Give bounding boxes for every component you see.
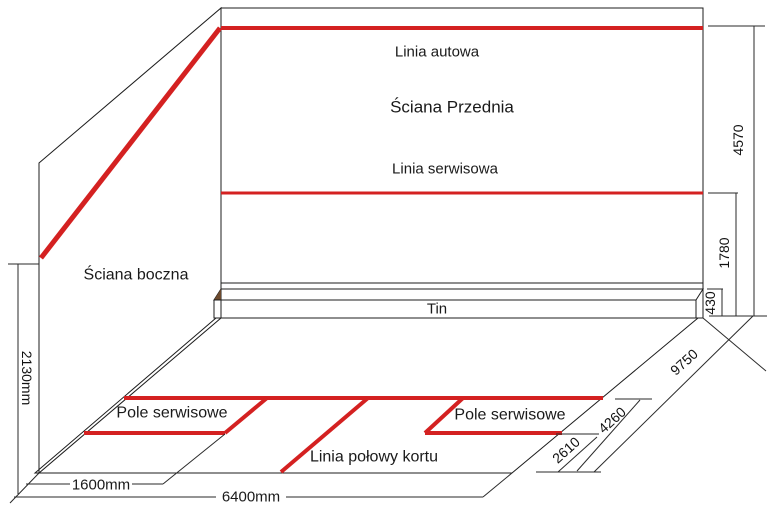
front-wall-label: Ściana Przednia	[390, 98, 514, 117]
service-box-right-label: Pole serwisowe	[454, 407, 565, 424]
dim-2130-label: 2130mm	[19, 351, 35, 405]
front-out-line-label: Linia autowa	[395, 44, 480, 61]
side-out-line	[39, 26, 222, 260]
tin-front-face	[213, 299, 697, 319]
tin-band-left-bevel	[214, 289, 221, 300]
dim-4570-label: 4570	[730, 124, 746, 155]
service-box-right-side-line	[423, 396, 465, 435]
dim-1780-label: 1780	[716, 237, 732, 268]
side-wall-label: Ściana boczna	[84, 265, 189, 284]
tin-label: Tin	[427, 301, 447, 318]
dim-9750-label: 9750	[667, 345, 701, 378]
half-court-line	[279, 396, 370, 474]
dim-6400-label: 6400mm	[222, 489, 280, 506]
dim-430-label: 430	[702, 291, 718, 315]
dim-2610-line	[557, 436, 598, 473]
service-box-left-side-line	[223, 396, 269, 435]
half-court-line-label: Linia połowy kortu	[310, 449, 438, 466]
dim-1600-label: 1600mm	[72, 477, 130, 494]
side-wall	[38, 6, 222, 475]
dim-9750-line	[593, 315, 754, 473]
wall-corner-extension-right	[702, 317, 767, 372]
dim-6400-extension	[482, 472, 513, 498]
dim-1600-extension	[162, 433, 226, 485]
tin-top-red-band	[213, 288, 704, 301]
floor-corner-extension-left	[9, 472, 40, 504]
service-line-label: Linia serwisowa	[392, 161, 499, 178]
dim-4260-line	[576, 399, 641, 472]
service-box-left-label: Pole serwisowe	[116, 405, 227, 422]
